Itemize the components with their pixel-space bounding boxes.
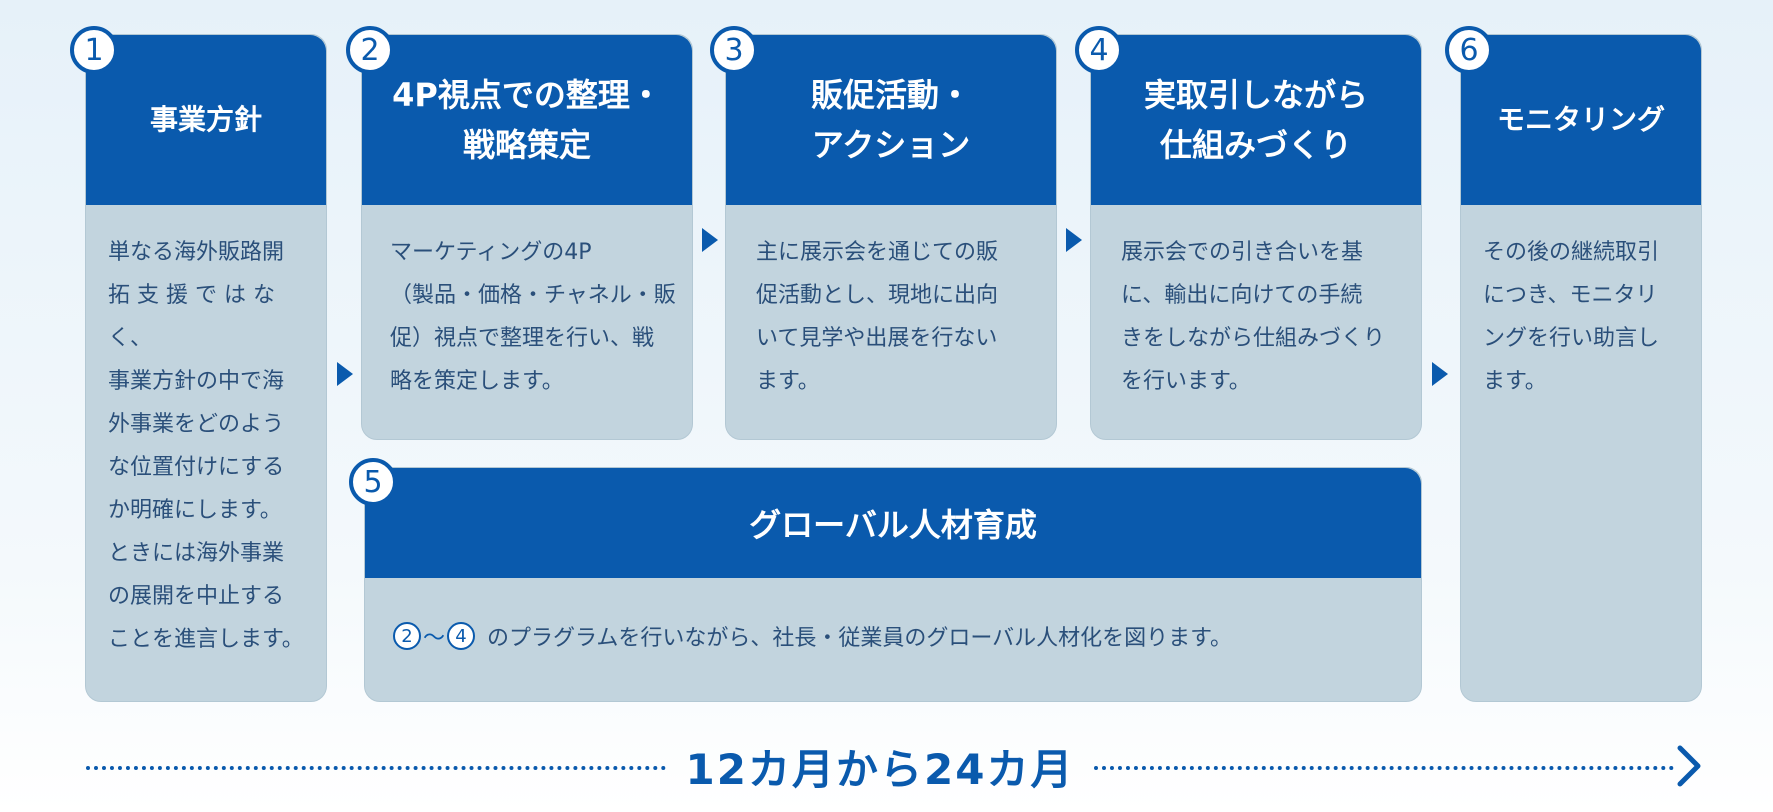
step-1-line: の展開を中止する (108, 584, 285, 609)
step-1-title: 事業方針 (149, 103, 262, 136)
step-2-line: 促）視点で整理を行い、戦 (390, 326, 655, 351)
step-ref-4-badge: 4 (447, 622, 476, 650)
step-1-line: 事業方針の中で海 (108, 369, 285, 394)
step-3-line: ます。 (756, 369, 820, 394)
step-1-line: 外事業をどのよう (108, 412, 285, 437)
range-tilde: 〜 (423, 626, 446, 651)
step-1-line: ときには海外事業 (108, 541, 285, 566)
step-5-body-text: のプラグラムを行いながら、社長・従業員のグローバル人材化を図ります。 (487, 626, 1232, 651)
step-2-number-badge: 2 (346, 26, 394, 74)
timeline-dotted-line-left (86, 766, 666, 770)
step-2-body: マーケティングの4P （製品・価格・チャネル・販 促）視点で整理を行い、戦 略を… (390, 231, 686, 403)
step-1-line: ことを進言します。 (108, 627, 304, 652)
step-2-title-line: 戦略策定 (462, 126, 591, 164)
step-4-line: きをしながら仕組みづくり (1121, 326, 1386, 351)
step-5-body: 2 〜 4 のプラグラムを行いながら、社長・従業員のグローバル人材化を図ります。 (393, 620, 1232, 652)
step-1-number-badge: 1 (70, 26, 118, 74)
step-2-header: 4P視点での整理・ 戦略策定 (362, 35, 692, 205)
step-1-card: 事業方針 単なる海外販路開 拓 支 援 で は な く、 事業方針の中で海 外事… (85, 34, 327, 702)
step-3-line: いて見学や出展を行ない (756, 326, 998, 351)
step-6-card: モニタリング その後の継続取引 につき、モニタリ ングを行い助言し ます。 (1460, 34, 1702, 702)
step-4-number-badge: 4 (1075, 26, 1123, 74)
step-6-line: ングを行い助言し (1483, 326, 1660, 351)
step-3-body: 主に展示会を通じての販 促活動とし、現地に出向 いて見学や出展を行ない ます。 (756, 231, 1052, 403)
flow-arrow-icon (1432, 362, 1448, 386)
step-6-line: ます。 (1483, 369, 1547, 394)
step-2-title-line: 4P視点での整理・ (392, 76, 662, 114)
step-3-card: 販促活動・ アクション 主に展示会を通じての販 促活動とし、現地に出向 いて見学… (725, 34, 1057, 440)
step-5-number-badge: 5 (349, 458, 397, 506)
step-4-card: 実取引しながら 仕組みづくり 展示会での引き合いを基 に、輸出に向けての手続 き… (1090, 34, 1422, 440)
step-1-body: 単なる海外販路開 拓 支 援 で は な く、 事業方針の中で海 外事業をどのよ… (108, 231, 318, 661)
step-2-line: 略を策定します。 (390, 369, 564, 394)
step-3-title-line: アクション (811, 126, 971, 164)
step-6-title: モニタリング (1496, 103, 1665, 136)
step-4-line: を行います。 (1121, 369, 1251, 394)
step-6-line: につき、モニタリ (1483, 283, 1658, 308)
step-3-line: 主に展示会を通じての販 (756, 240, 999, 265)
step-2-line: （製品・価格・チャネル・販 (390, 283, 676, 308)
step-5-card: グローバル人材育成 2 〜 4 のプラグラムを行いながら、社長・従業員のグローバ… (364, 467, 1422, 702)
step-6-header: モニタリング (1461, 35, 1701, 205)
step-6-line: その後の継続取引 (1483, 240, 1660, 265)
step-4-title-line: 実取引しながら (1143, 76, 1368, 114)
step-2-card: 4P視点での整理・ 戦略策定 マーケティングの4P （製品・価格・チャネル・販 … (361, 34, 693, 440)
timeline-label: 12カ月から24カ月 (685, 745, 1075, 794)
step-5-header: グローバル人材育成 (365, 468, 1421, 578)
step-2-line: マーケティングの4P (390, 240, 592, 265)
step-1-line: 単なる海外販路開 (108, 240, 285, 265)
flow-arrow-icon (337, 362, 353, 386)
timeline-dotted-line-right (1094, 766, 1674, 770)
flow-arrow-icon (702, 228, 718, 252)
step-4-title-line: 仕組みづくり (1159, 126, 1352, 164)
step-4-body: 展示会での引き合いを基 に、輸出に向けての手続 きをしながら仕組みづくり を行い… (1121, 231, 1417, 403)
flow-arrow-icon (1066, 228, 1082, 252)
step-4-line: に、輸出に向けての手続 (1121, 283, 1363, 308)
step-1-header: 事業方針 (86, 35, 326, 205)
step-4-header: 実取引しながら 仕組みづくり (1091, 35, 1421, 205)
step-5-title: グローバル人材育成 (749, 506, 1037, 544)
step-6-body: その後の継続取引 につき、モニタリ ングを行い助言し ます。 (1483, 231, 1693, 403)
step-4-line: 展示会での引き合いを基 (1121, 240, 1364, 265)
step-ref-2-badge: 2 (393, 622, 421, 650)
step-3-header: 販促活動・ アクション (726, 35, 1056, 205)
step-1-line: 拓 支 援 で は な く、 (108, 283, 275, 351)
step-6-number-badge: 6 (1445, 26, 1493, 74)
step-1-line: か明確にします。 (108, 498, 282, 523)
step-1-line: な位置付けにする (108, 455, 285, 480)
step-3-title-line: 販促活動・ (810, 76, 971, 114)
step-3-line: 促活動とし、現地に出向 (756, 283, 999, 308)
chevron-right-icon (1677, 745, 1701, 787)
step-3-number-badge: 3 (710, 26, 758, 74)
